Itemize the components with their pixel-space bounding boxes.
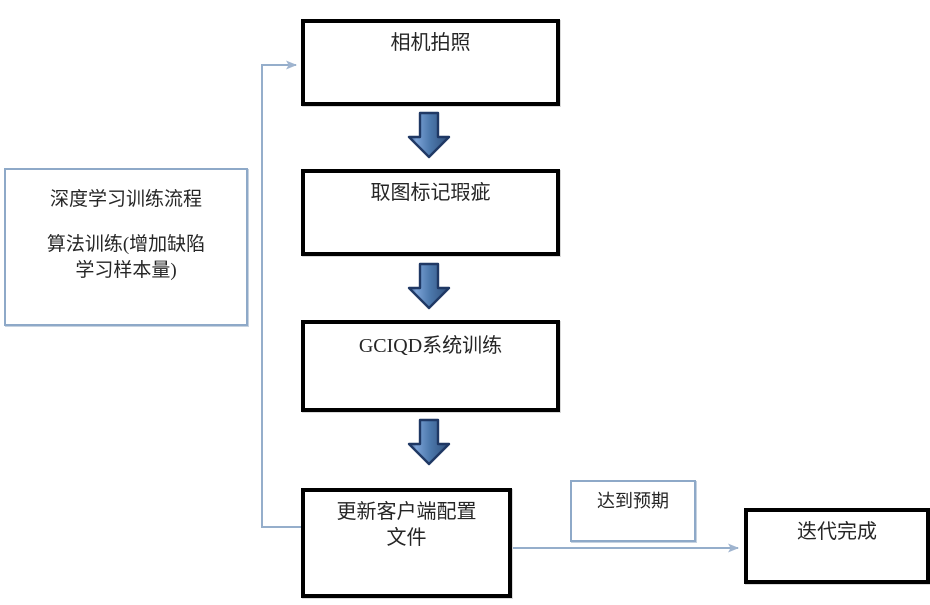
terminal-iteration-complete[interactable]: 迭代完成 bbox=[744, 508, 930, 584]
arrow-train-to-update-icon bbox=[407, 418, 451, 466]
deep-learning-note-body: 算法训练(增加缺陷 学习样本量) bbox=[46, 234, 206, 281]
condition-meets-expectation[interactable]: 达到预期 bbox=[570, 480, 696, 542]
deep-learning-note-heading: 深度学习训练流程 bbox=[49, 189, 202, 210]
process-gciqd-training-label: GCIQD系统训练 bbox=[358, 335, 503, 357]
process-camera-capture-label: 相机拍照 bbox=[390, 32, 471, 54]
process-update-client-config[interactable]: 更新客户端配置 文件 bbox=[301, 488, 512, 598]
process-gciqd-training[interactable]: GCIQD系统训练 bbox=[301, 320, 560, 412]
deep-learning-note-panel: 深度学习训练流程 算法训练(增加缺陷 学习样本量) bbox=[4, 168, 248, 326]
condition-meets-expectation-label: 达到预期 bbox=[597, 491, 669, 511]
arrow-mark-to-train-icon bbox=[407, 262, 451, 310]
terminal-iteration-complete-label: 迭代完成 bbox=[797, 521, 877, 543]
arrow-camera-to-mark-icon bbox=[407, 111, 451, 159]
process-camera-capture[interactable]: 相机拍照 bbox=[301, 19, 560, 106]
process-update-client-config-label: 更新客户端配置 文件 bbox=[336, 501, 477, 549]
process-mark-defects-label: 取图标记瑕疵 bbox=[370, 182, 491, 204]
feedback-update-to-camera bbox=[261, 60, 301, 528]
process-mark-defects[interactable]: 取图标记瑕疵 bbox=[301, 169, 560, 256]
